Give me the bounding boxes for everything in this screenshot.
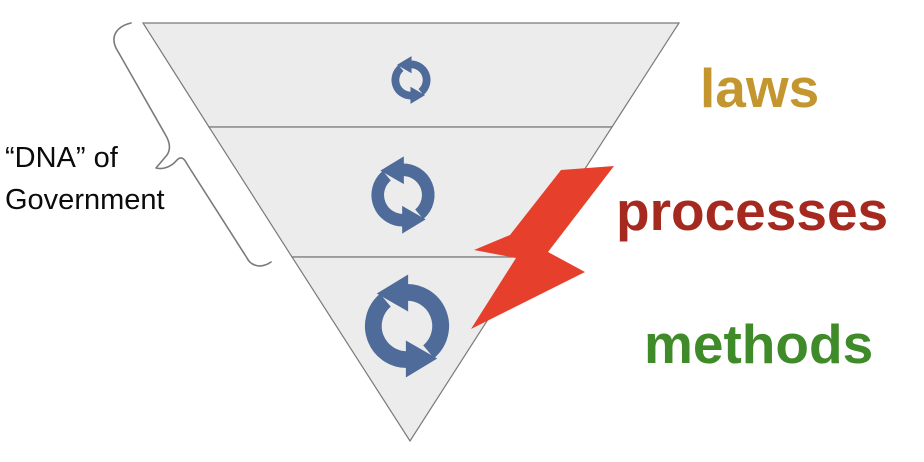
bracket-label-line2: Government (5, 184, 165, 217)
label-processes: processes (616, 180, 889, 242)
lightning-bolt-icon (471, 166, 614, 329)
bracket-label: “DNA” of Government (5, 137, 165, 221)
bracket-label-line1: “DNA” of (5, 142, 118, 174)
label-laws: laws (700, 57, 820, 119)
label-methods: methods (644, 313, 874, 375)
inverted-pyramid (141, 22, 681, 443)
curly-brace (113, 22, 272, 267)
pyramid-level-laws (141, 22, 681, 128)
